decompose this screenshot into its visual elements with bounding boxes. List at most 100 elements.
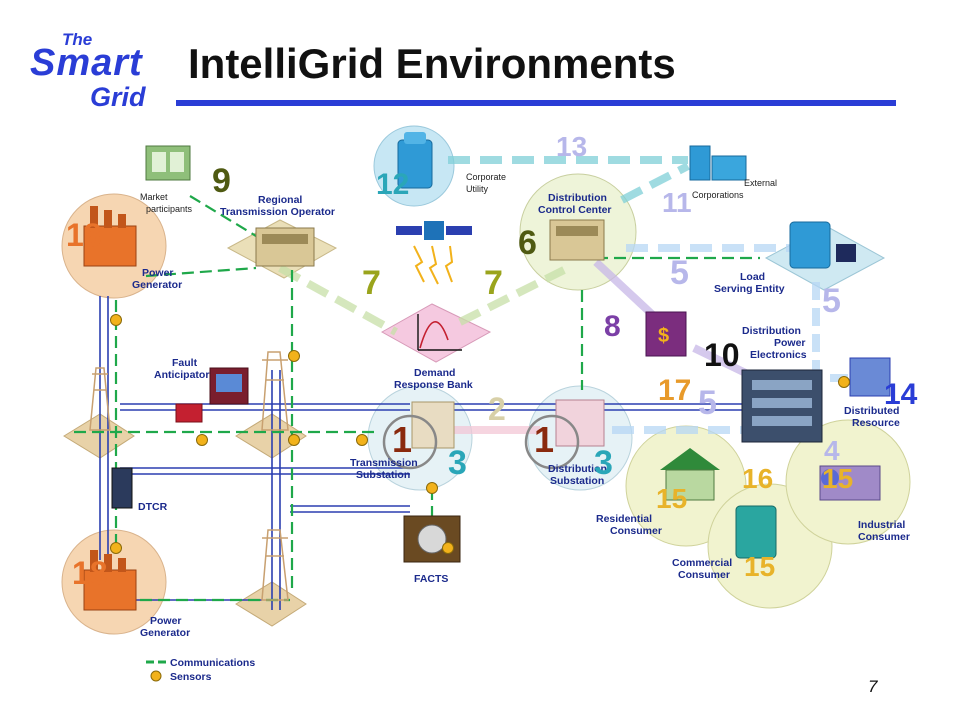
power-generator-bottom-icon: [83, 550, 137, 611]
rto-label-2: Transmission Operator: [220, 206, 335, 218]
external-corporations-icon: [689, 145, 747, 181]
market-participants-label-2: participants: [146, 204, 193, 214]
transmission-tower-icons: [89, 351, 289, 601]
distribution-substation-icon: [524, 399, 605, 470]
demand-response-chart-icon: [417, 314, 462, 351]
fault-label-1: Fault: [172, 357, 198, 369]
svg-text:$: $: [658, 325, 669, 347]
env-number-3-right: 3: [594, 444, 613, 482]
dcc-label-1: Distribution: [548, 192, 607, 204]
external-label-1: External: [744, 178, 777, 188]
ind-label-1: Industrial: [858, 519, 905, 531]
fault-anticipator-icon: [175, 367, 249, 423]
market-participants-label-1: Market: [140, 192, 168, 202]
env-number-10: 10: [704, 337, 740, 373]
rto-label-1: Regional: [258, 194, 302, 206]
logo-smart: Smart: [30, 42, 143, 84]
demand-response-bank-platform: [380, 303, 492, 363]
env-number-13: 13: [556, 131, 587, 162]
external-label-2: Corporations: [692, 190, 744, 200]
env-number-7-left: 7: [362, 264, 381, 302]
facts-label: FACTS: [414, 573, 448, 585]
corporate-utility-label-2: Utility: [466, 184, 488, 194]
env-number-14: 14: [884, 378, 918, 411]
gen-bot-label-2: Generator: [140, 627, 190, 639]
purple-meter-icon: $: [645, 311, 687, 357]
power-generator-top-icon: [83, 206, 137, 267]
env-number-1-left: 1: [392, 419, 412, 460]
env-number-18-bottom: 18: [72, 555, 108, 591]
gen-top-label-1: Power: [142, 267, 174, 279]
industrial-factory-icon: [819, 465, 881, 501]
lse-label-2: Serving Entity: [714, 283, 785, 295]
page-number: 7: [868, 677, 878, 696]
drb-label-1: Demand: [414, 367, 455, 379]
fault-label-2: Anticipator: [154, 369, 209, 381]
gen-bot-label-1: Power: [150, 615, 182, 627]
facts-icon: [403, 515, 461, 563]
dsub-label-2: Substation: [550, 475, 604, 487]
env-number-7-right: 7: [484, 264, 503, 302]
env-number-8: 8: [604, 310, 621, 343]
transmission-substation-icon: [382, 401, 455, 470]
env-number-5-right: 5: [822, 282, 841, 320]
logo-the: The: [62, 30, 93, 49]
tower-base-1: [63, 413, 135, 459]
tower-base-3: [235, 581, 307, 627]
distribution-control-center-icon: [549, 219, 605, 261]
link-bands: [278, 156, 848, 434]
tower-base-2: [235, 413, 307, 459]
env-number-15-res: 15: [656, 483, 687, 514]
load-serving-entity-icon: [789, 221, 856, 269]
env-number-1-right: 1: [534, 419, 554, 460]
dr-label-1: Distributed: [844, 405, 899, 417]
ind-label-2: Consumer: [858, 531, 910, 543]
regional-transmission-operator-icon: [255, 227, 315, 267]
env-number-6: 6: [518, 224, 537, 262]
distributed-resource-icon: [849, 357, 891, 397]
dtcr-icon: [111, 467, 133, 509]
corporate-utility-building-icon: [397, 132, 433, 189]
commercial-building-icon: [735, 505, 777, 559]
tsub-label-2: Substation: [356, 469, 410, 481]
dsub-label-1: Distribution: [548, 463, 607, 475]
dpe-label-3: Electronics: [750, 349, 807, 361]
env-number-15-com: 15: [744, 551, 775, 582]
legend-communications-label: Communications: [170, 657, 255, 669]
corporate-utility-label-1: Corporate: [466, 172, 506, 182]
legend-sensors-label: Sensors: [170, 671, 212, 683]
tsub-label-1: Transmission: [350, 457, 418, 469]
env-number-11: 11: [662, 187, 692, 218]
env-number-5-mid: 5: [698, 384, 717, 422]
com-label-1: Commercial: [672, 557, 732, 569]
env-number-3-left: 3: [448, 444, 467, 482]
page-title: IntelliGrid Environments: [188, 40, 676, 87]
env-number-15-ind: 15: [822, 463, 853, 494]
env-number-18-top: 18: [66, 217, 102, 253]
satellite-icon: [396, 221, 472, 285]
res-label-1: Residential: [596, 513, 652, 525]
legend: Communications Sensors: [146, 657, 255, 683]
logo-grid: Grid: [90, 82, 146, 112]
dpe-label-2: Power: [774, 337, 806, 349]
env-number-4: 4: [824, 435, 840, 466]
env-number-9: 9: [212, 162, 231, 200]
dcc-label-2: Control Center: [538, 204, 612, 216]
communication-lines: [74, 195, 760, 602]
residential-house-icon: [660, 448, 720, 501]
env-number-16: 16: [742, 463, 773, 494]
legend-sensor-swatch: [150, 670, 162, 682]
dpe-label-1: Distribution: [742, 325, 801, 337]
sensor-dots: [110, 314, 850, 554]
dtcr-label: DTCR: [138, 501, 168, 513]
lse-label-1: Load: [740, 271, 765, 283]
env-number-12: 12: [376, 168, 409, 201]
gen-top-label-2: Generator: [132, 279, 182, 291]
distribution-power-electronics-icon: [741, 369, 823, 443]
market-participants-icon: [145, 145, 191, 181]
dr-label-2: Resource: [852, 417, 900, 429]
res-label-2: Consumer: [610, 525, 662, 537]
env-number-17: 17: [658, 374, 691, 407]
environment-numbers: 9 12 13 11 6 18 18 7 7 5 5 5 8 10 17 14 …: [66, 131, 918, 591]
